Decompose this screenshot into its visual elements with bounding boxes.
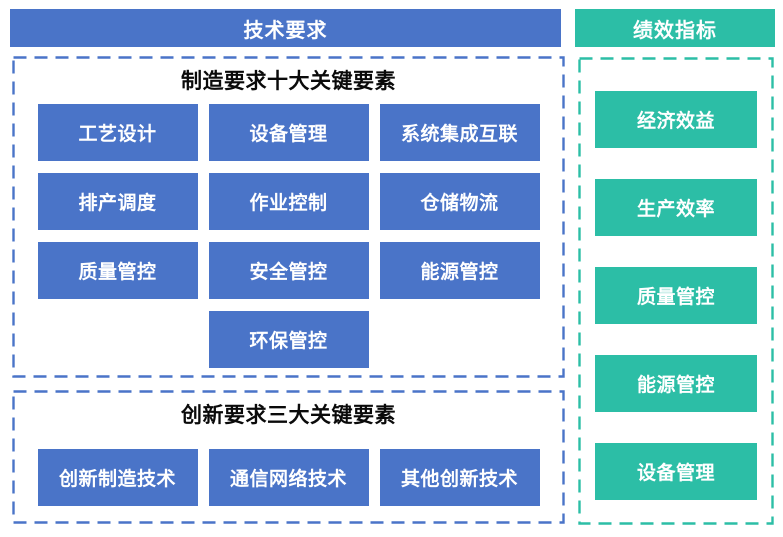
box-other-innovative-tech: 其他创新技术 (379, 449, 540, 506)
box-quality-control: 质量管控 (37, 242, 198, 299)
box-safety-control: 安全管控 (208, 242, 369, 299)
innovation-panel-title: 创新要求三大关键要素 (181, 404, 396, 427)
kpi-column: 经济效益 生产效率 质量管控 能源管控 设备管理 (578, 57, 774, 500)
manufacturing-row-3: 质量管控 安全管控 能源管控 (12, 242, 565, 299)
box-energy-control: 能源管控 (379, 242, 540, 299)
innovation-grid: 创新制造技术 通信网络技术 其他创新技术 (12, 449, 565, 506)
kpi-header: 绩效指标 (575, 9, 775, 47)
manufacturing-row-4: 环保管控 (12, 311, 565, 368)
box-innovative-manufacturing-tech: 创新制造技术 (37, 449, 198, 506)
kpi-box-economic-benefit: 经济效益 (595, 91, 757, 148)
manufacturing-panel-title: 制造要求十大关键要素 (181, 70, 396, 93)
box-system-integration: 系统集成互联 (379, 104, 540, 161)
innovation-panel: 创新要求三大关键要素 创新制造技术 通信网络技术 其他创新技术 (12, 390, 565, 524)
kpi-panel: 经济效益 生产效率 质量管控 能源管控 设备管理 (578, 57, 774, 525)
box-communication-network-tech: 通信网络技术 (208, 449, 369, 506)
kpi-box-equipment-management: 设备管理 (595, 443, 757, 500)
manufacturing-grid: 工艺设计 设备管理 系统集成互联 排产调度 作业控制 仓储物流 质量管控 安全管… (12, 104, 565, 368)
box-environmental-control: 环保管控 (208, 311, 369, 368)
box-operation-control: 作业控制 (208, 173, 369, 230)
kpi-box-production-efficiency: 生产效率 (595, 179, 757, 236)
box-process-design: 工艺设计 (37, 104, 198, 161)
kpi-box-quality-control: 质量管控 (595, 267, 757, 324)
box-equipment-management: 设备管理 (208, 104, 369, 161)
box-production-scheduling: 排产调度 (37, 173, 198, 230)
kpi-box-energy-control: 能源管控 (595, 355, 757, 412)
manufacturing-row-2: 排产调度 作业控制 仓储物流 (12, 173, 565, 230)
manufacturing-panel: 制造要求十大关键要素 工艺设计 设备管理 系统集成互联 排产调度 作业控制 仓储… (12, 56, 565, 378)
box-warehouse-logistics: 仓储物流 (379, 173, 540, 230)
tech-requirements-header: 技术要求 (10, 9, 561, 47)
manufacturing-row-1: 工艺设计 设备管理 系统集成互联 (12, 104, 565, 161)
innovation-row: 创新制造技术 通信网络技术 其他创新技术 (12, 449, 565, 506)
